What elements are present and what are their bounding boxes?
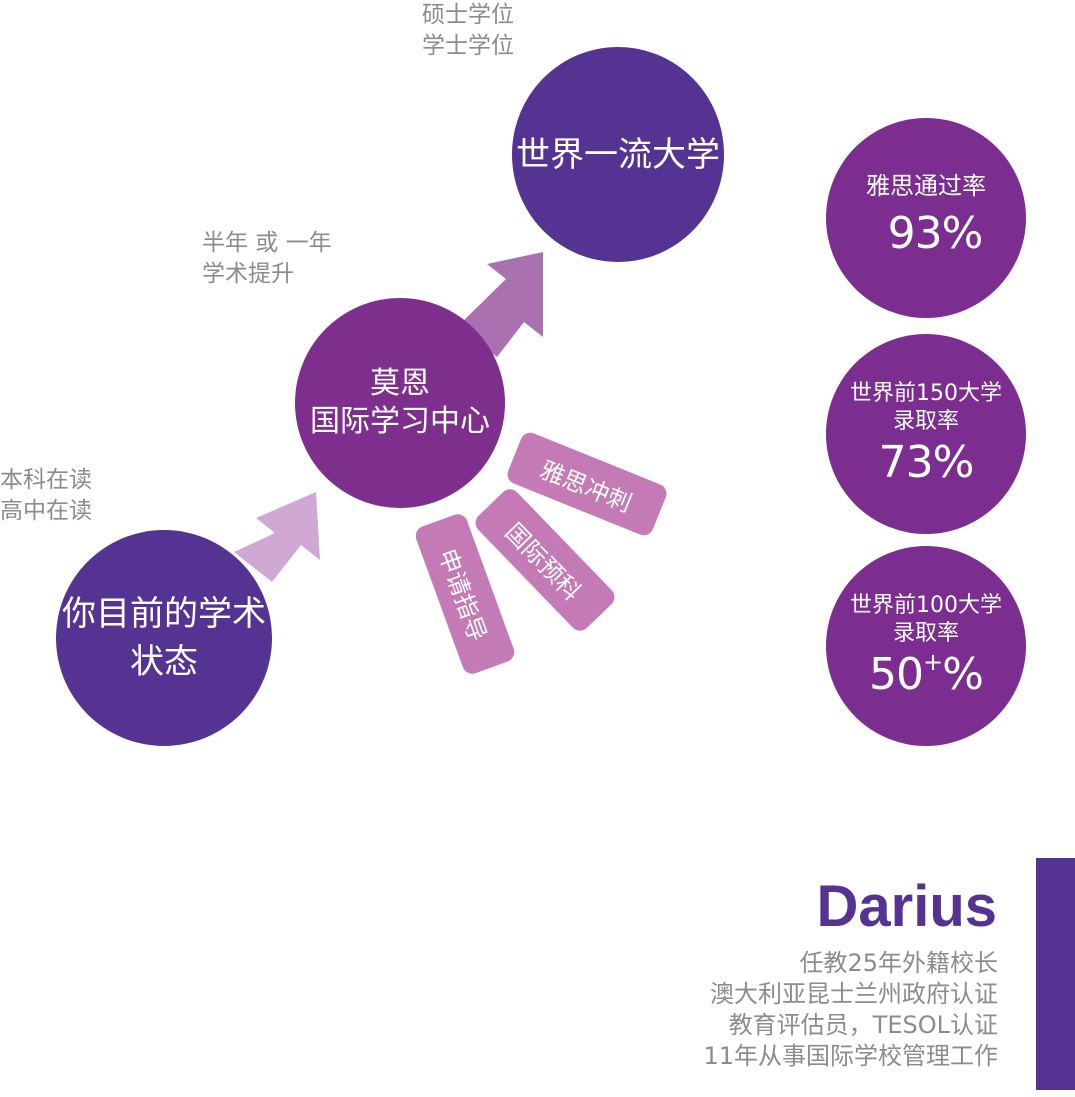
stat-top150-rate: 世界前150大学 录取率 73% — [826, 334, 1026, 534]
duration-line: 半年 或 一年 — [202, 230, 332, 256]
bio-line-2: 澳大利亚昆士兰州政府认证 — [710, 980, 998, 1008]
stat-top100-title-2: 录取率 — [892, 621, 959, 646]
moen-center-label-1: 莫恩 — [370, 366, 430, 401]
current-status-label-1: 你目前的学术 — [62, 594, 266, 634]
bio-name: Darius — [816, 874, 997, 939]
current-undergrad: 本科在读 — [0, 467, 92, 493]
duration-note: 半年 或 一年 学术提升 — [202, 228, 332, 290]
stat-top100-percent: % — [942, 649, 984, 700]
stat-top100-value: 50+% — [869, 648, 984, 700]
progress-arrows — [234, 252, 543, 582]
current-status-node: 你目前的学术 状态 — [56, 530, 272, 746]
top-university-label: 世界一流大学 — [516, 134, 720, 175]
degrees-note: 硕士学位 学士学位 — [422, 0, 514, 62]
current-status-label-2: 状态 — [130, 642, 198, 682]
stat-top150-title-2: 录取率 — [892, 409, 959, 434]
stat-ielts-title: 雅思通过率 — [866, 172, 986, 200]
degree-bachelor: 学士学位 — [422, 33, 514, 59]
bio-line-1: 任教25年外籍校长 — [799, 949, 998, 977]
duration-purpose: 学术提升 — [202, 261, 294, 287]
stat-top100-rate: 世界前100大学 录取率 50+% — [826, 546, 1026, 746]
stat-ielts-value: 93% — [887, 208, 984, 259]
current-note: 本科在读 高中在读 — [0, 465, 92, 527]
stat-ielts-pass-rate: 雅思通过率 93% — [826, 118, 1026, 318]
moen-center-node: 莫恩 国际学习中心 — [295, 298, 505, 508]
bio-details: 任教25年外籍校长 澳大利亚昆士兰州政府认证 教育评估员，TESOL认证 11年… — [703, 948, 998, 1072]
accent-bar — [1036, 858, 1075, 1090]
current-highschool: 高中在读 — [0, 498, 92, 524]
stat-top150-title-1: 世界前150大学 — [850, 381, 1002, 406]
stat-top100-title-1: 世界前100大学 — [850, 593, 1002, 618]
stat-top150-value: 73% — [878, 437, 975, 488]
bio-line-3: 教育评估员，TESOL认证 — [728, 1011, 998, 1039]
stat-top100-plus: + — [923, 648, 943, 676]
top-university-node: 世界一流大学 — [512, 47, 724, 262]
arrow-upper — [458, 252, 543, 357]
bio-line-4: 11年从事国际学校管理工作 — [703, 1042, 998, 1070]
moen-center-label-2: 国际学习中心 — [310, 404, 490, 439]
arrow-lower — [234, 492, 320, 582]
degree-master: 硕士学位 — [422, 2, 514, 28]
stat-top100-number: 50 — [869, 649, 924, 700]
